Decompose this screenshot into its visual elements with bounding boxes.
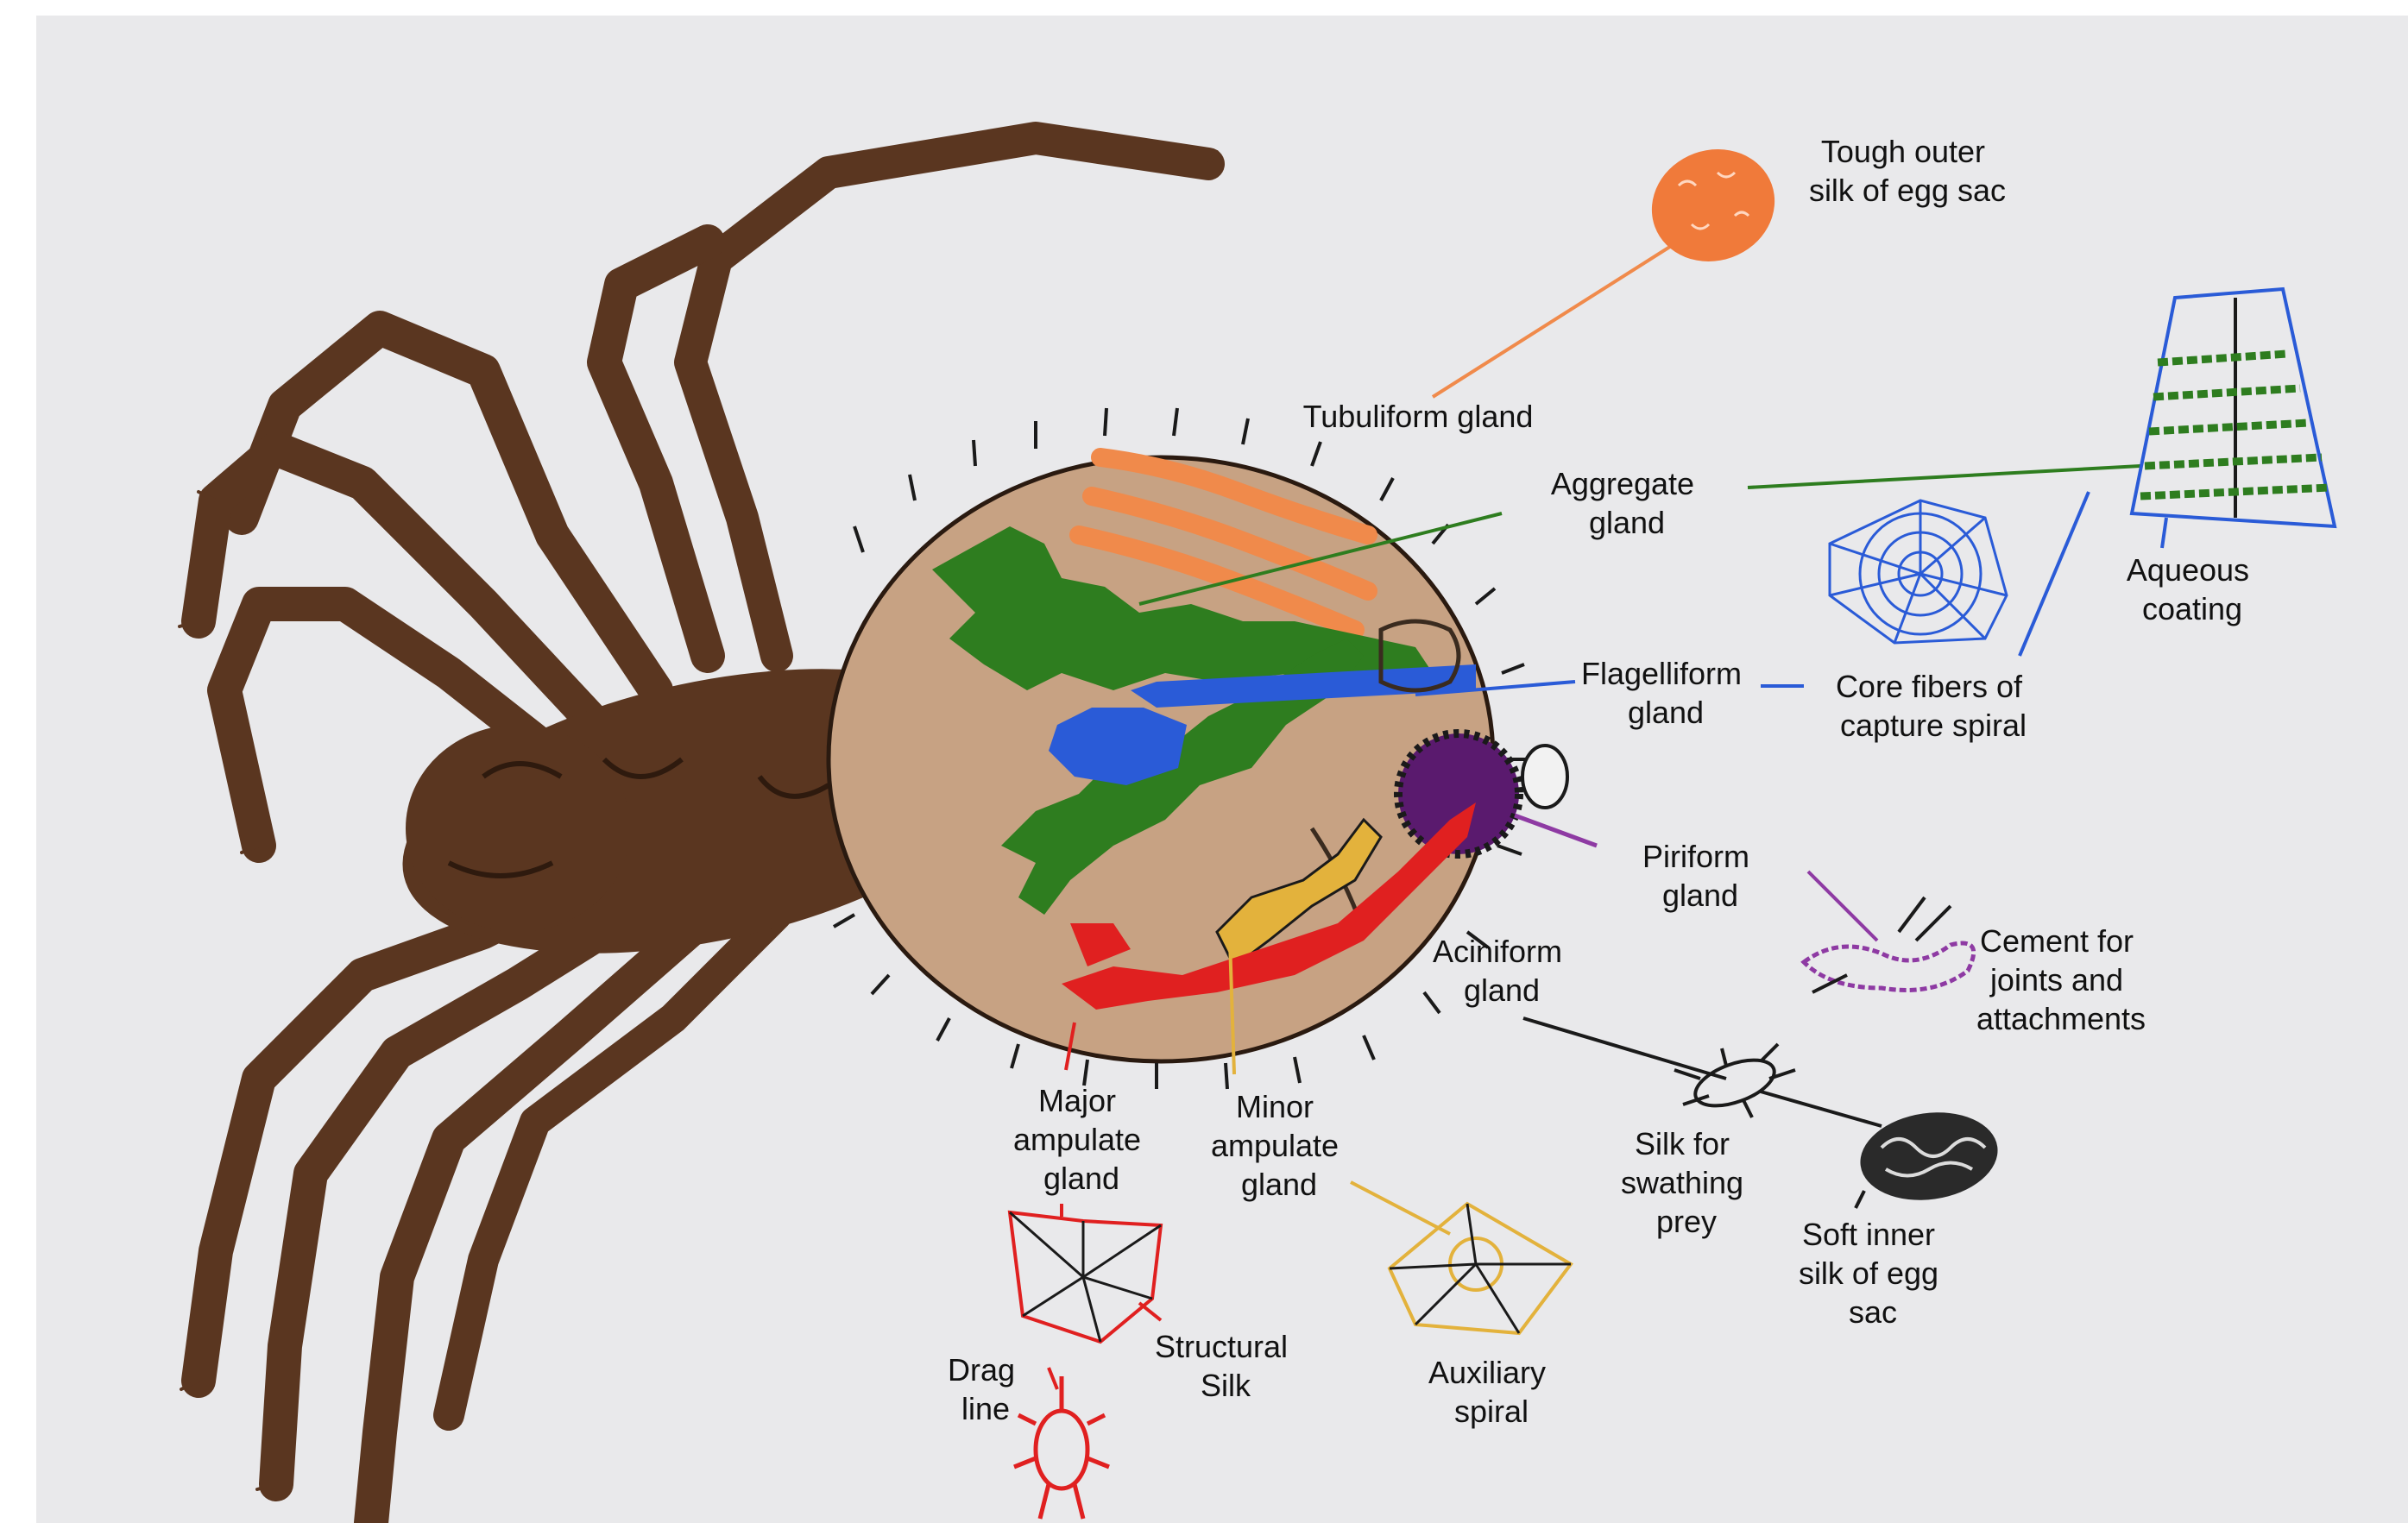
cement-illustration xyxy=(1804,897,1974,992)
auxiliary-spiral-web-illustration xyxy=(1390,1204,1571,1333)
label-aggregate-gland: Aggregate gland xyxy=(1551,466,1703,540)
label-aciniform-gland: Aciniform gland xyxy=(1433,934,1571,1008)
label-tough-outer-silk: Tough outer silk of egg sac xyxy=(1809,134,2006,208)
swathed-prey-illustration xyxy=(1674,1044,1795,1117)
piriform-gland-shape xyxy=(1398,733,1597,854)
structural-silk-web-illustration xyxy=(1010,1212,1161,1342)
egg-sac-outer-illustration xyxy=(1636,132,1790,279)
label-piriform-gland: Piriform gland xyxy=(1642,839,1758,913)
label-core-fibers: Core fibers of capture spiral xyxy=(1836,669,2031,743)
dragline-spider-illustration xyxy=(1014,1376,1109,1519)
label-minor-ampulate-gland: Minor ampulate gland xyxy=(1211,1089,1347,1202)
label-cement: Cement for joints and attachments xyxy=(1976,923,2146,1036)
label-aqueous-coating: Aqueous coating xyxy=(2127,552,2258,626)
label-soft-inner-silk: Soft inner silk of egg sac xyxy=(1799,1217,1947,1330)
label-auxiliary-spiral: Auxiliary spiral xyxy=(1428,1355,1554,1429)
label-major-ampulate-gland: Major ampulate gland xyxy=(1013,1083,1150,1196)
label-tubuliform-gland: Tubuliform gland xyxy=(1303,399,1534,434)
label-drag-line: Drag line xyxy=(948,1352,1024,1426)
aqueous-coating-illustration xyxy=(2132,289,2335,548)
label-swathing-silk: Silk for swathing prey xyxy=(1621,1126,1752,1239)
label-flagelliform-gland: Flagelliform gland xyxy=(1581,656,1750,730)
capture-spiral-web-illustration xyxy=(1830,500,2007,643)
label-structural-silk: Structural Silk xyxy=(1155,1329,1296,1403)
egg-sac-inner-illustration xyxy=(1855,1104,2003,1208)
